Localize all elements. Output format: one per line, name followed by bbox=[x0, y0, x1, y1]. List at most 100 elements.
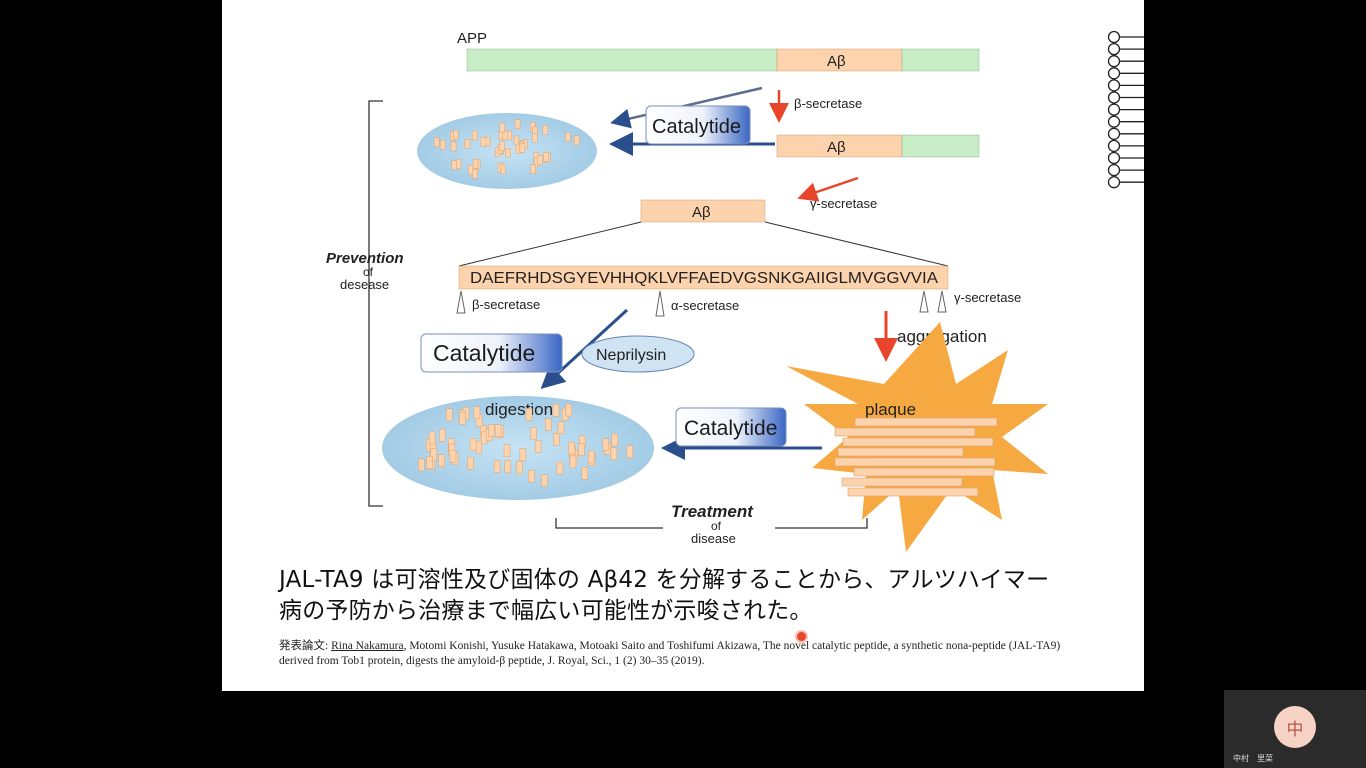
treatment-bracket bbox=[555, 518, 868, 529]
fibril-strand bbox=[841, 477, 963, 487]
prevention-title: Prevention bbox=[326, 250, 404, 267]
beta-secretase-label-seq: β-secretase bbox=[472, 297, 540, 312]
peptide-fragment bbox=[626, 445, 634, 459]
fibril-strand bbox=[842, 437, 994, 447]
peptide-fragment bbox=[418, 458, 425, 472]
gamma-secretase-arrow bbox=[797, 176, 859, 202]
peptide-fragment bbox=[565, 403, 573, 417]
peptide-fragment bbox=[469, 438, 477, 451]
citation-first-author: Rina Nakamura bbox=[331, 640, 404, 652]
peptide-fragment bbox=[557, 421, 565, 435]
alpha-cleavage-marker bbox=[655, 290, 665, 317]
treatment-of: of bbox=[711, 519, 722, 533]
peptide-fragment bbox=[488, 424, 495, 437]
peptide-fragment bbox=[565, 132, 571, 142]
peptide-fragment bbox=[494, 424, 502, 437]
peptide-fragment bbox=[438, 454, 445, 467]
citation-rest: , Motomi Konishi, Yusuke Hatakawa, Motoa… bbox=[279, 640, 1061, 667]
peptide-fragments-top bbox=[433, 119, 580, 179]
catalytide-box-top bbox=[645, 105, 751, 145]
peptide-fragment bbox=[568, 442, 575, 455]
peptide-fragment bbox=[433, 137, 440, 147]
gamma-secretase-label-top: γ-secretase bbox=[810, 196, 877, 211]
peptide-fragment bbox=[541, 474, 548, 487]
peptide-fragment bbox=[500, 164, 506, 175]
fibril-strand bbox=[834, 427, 976, 437]
peptide-fragment bbox=[530, 427, 537, 440]
digestion-label: digestion bbox=[485, 400, 553, 419]
lipid-head bbox=[1107, 79, 1121, 92]
laser-pointer-dot bbox=[797, 632, 806, 641]
peptide-fragment bbox=[587, 450, 595, 464]
caption-line-2: 病の予防から治療まで幅広い可能性が示唆された。 bbox=[279, 598, 813, 624]
peptide-fragment bbox=[439, 429, 446, 442]
catalytide-box-bot bbox=[675, 407, 787, 447]
peptide-fragment bbox=[499, 122, 505, 133]
gamma-cleavage-marker-1 bbox=[919, 290, 929, 313]
peptide-fragment bbox=[502, 130, 508, 141]
fibril-strand bbox=[837, 447, 964, 457]
peptide-fragment bbox=[439, 140, 446, 150]
zoom-line-left bbox=[458, 221, 642, 267]
plaque-label: plaque bbox=[865, 400, 916, 419]
peptide-fragment bbox=[451, 160, 457, 170]
lipid-head bbox=[1107, 163, 1121, 177]
presentation-slide: APP Aβ β-secretase Aβ Catalytide γ-secre… bbox=[222, 0, 1144, 691]
peptide-fragment bbox=[464, 139, 471, 149]
peptide-fragment bbox=[430, 448, 437, 461]
lipid-head bbox=[1107, 176, 1121, 189]
abeta-digestion-diagram: APP Aβ β-secretase Aβ Catalytide γ-secre… bbox=[326, 30, 1144, 552]
catalytide-arrow-top-1 bbox=[610, 86, 763, 129]
treatment-title: Treatment bbox=[671, 502, 754, 521]
lipid-head bbox=[1107, 42, 1121, 56]
plaque-star bbox=[786, 322, 1048, 552]
participant-video-tile[interactable]: 中 中村 里菜 bbox=[1224, 690, 1366, 768]
peptide-fragment bbox=[611, 433, 619, 447]
beta-cleavage-marker bbox=[456, 290, 466, 314]
fibril-strand bbox=[853, 467, 995, 477]
caption-line-1: JAL-TA9 は可溶性及び固体の Aβ42 を分解することから、アルツハイマー bbox=[279, 567, 1050, 593]
peptide-fragment bbox=[472, 158, 479, 169]
peptide-fragment bbox=[532, 133, 538, 143]
peptide-fragment bbox=[472, 169, 478, 179]
peptide-fragment bbox=[445, 408, 453, 422]
peptide-fragment bbox=[505, 147, 511, 158]
peptide-fragment bbox=[525, 408, 533, 421]
abeta-label-1: Aβ bbox=[827, 53, 846, 70]
peptide-fragment bbox=[426, 456, 433, 469]
peptide-fragment bbox=[480, 137, 487, 147]
gamma-cleavage-marker-2 bbox=[937, 290, 947, 313]
peptide-fragment bbox=[493, 460, 501, 473]
peptide-fragment bbox=[543, 152, 549, 162]
citation: 発表論文: Rina Nakamura, Motomi Konishi, Yus… bbox=[279, 639, 1069, 669]
fibril-strand bbox=[847, 487, 979, 497]
peptide-fragment bbox=[542, 125, 549, 135]
peptide-fragment bbox=[467, 456, 474, 470]
catalytide-label-mid: Catalytide bbox=[433, 340, 535, 366]
fibril-strand bbox=[834, 457, 996, 467]
prevention-word: desease bbox=[340, 277, 389, 292]
sequence-text: DAEFRHDSGYEVHHQKLVFFAEDVGSNKGAIIGLMVGGVV… bbox=[470, 270, 939, 287]
lipid-head bbox=[1107, 67, 1121, 80]
peptide-fragment bbox=[528, 469, 535, 483]
lipid-head bbox=[1107, 55, 1121, 68]
sequence-bar bbox=[458, 265, 949, 290]
participant-avatar: 中 bbox=[1274, 706, 1316, 748]
lipid-head bbox=[1107, 139, 1121, 153]
prevention-bracket bbox=[368, 100, 383, 507]
lipid-head bbox=[1107, 127, 1121, 140]
abeta-label-3: Aβ bbox=[692, 204, 711, 221]
peptide-fragment bbox=[537, 155, 543, 165]
peptide-fragment bbox=[471, 130, 478, 141]
peptide-fragment bbox=[602, 438, 609, 451]
fibril-strand bbox=[854, 417, 998, 427]
citation-prefix: 発表論文: bbox=[279, 640, 332, 652]
peptide-fragment bbox=[503, 444, 511, 457]
peptide-fragments-digestion bbox=[418, 403, 634, 487]
abeta-label-2: Aβ bbox=[827, 139, 846, 156]
peptide-fragment bbox=[610, 447, 618, 460]
neprilysin-label: Neprilysin bbox=[596, 347, 666, 364]
peptide-fragment bbox=[569, 455, 577, 469]
zoom-line-right bbox=[764, 221, 949, 267]
lipid-head bbox=[1107, 30, 1121, 44]
